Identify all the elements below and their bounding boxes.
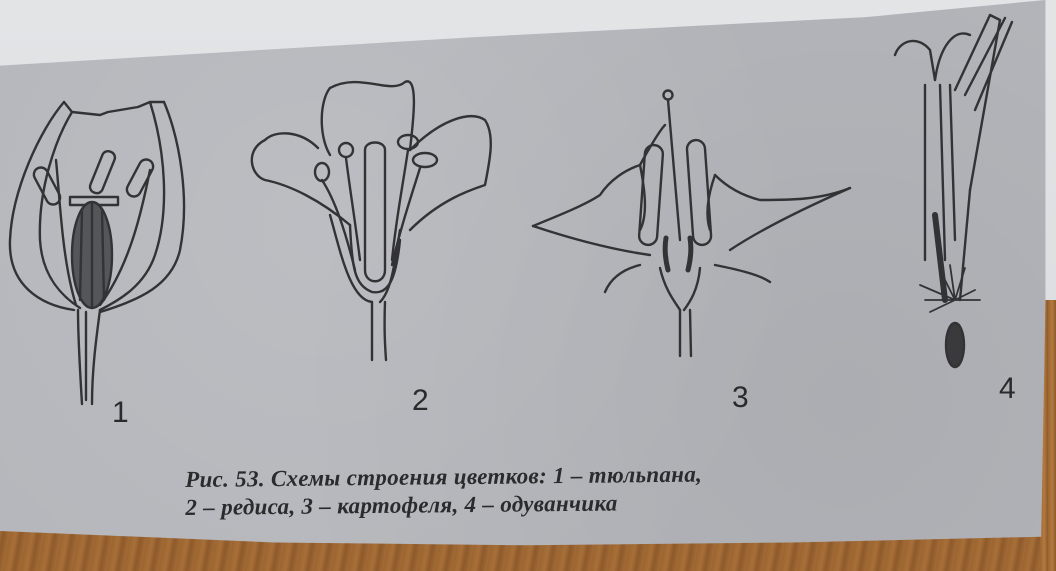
panel-label-2: 2 <box>412 384 429 417</box>
caption-line-1: Рис. 53. Схемы строения цветков: 1 – тюл… <box>185 461 703 492</box>
panel-label-4: 4 <box>999 372 1016 405</box>
figure-caption: Рис. 53. Схемы строения цветков: 1 – тюл… <box>185 461 703 522</box>
radish-flower-diagram <box>250 80 492 362</box>
potato-flower-diagram <box>531 89 852 358</box>
panel-label-3: 3 <box>732 381 749 414</box>
caption-line-2: 2 – редиса, 3 – картофеля, 4 – одуванчик… <box>185 490 618 520</box>
dandelion-flower-diagram <box>893 13 1014 369</box>
panel-label-1: 1 <box>112 396 129 429</box>
tulip-flower-diagram <box>8 100 186 406</box>
